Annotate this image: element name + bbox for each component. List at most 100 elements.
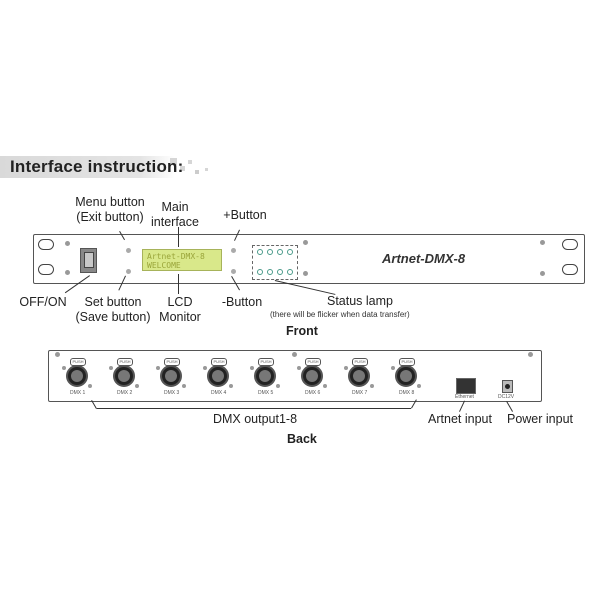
banner-decoration: [180, 166, 185, 171]
dc-power-jack-icon[interactable]: [502, 380, 513, 393]
dc-label: DC12V: [498, 394, 515, 400]
screw: [344, 366, 348, 370]
front-panel: [33, 234, 585, 284]
callout-line: [178, 274, 179, 294]
screw: [65, 270, 70, 275]
lcd-monitor-label: LCD Monitor: [150, 295, 210, 325]
xlr-connector-icon: [66, 365, 88, 387]
screw: [540, 240, 545, 245]
rack-slot: [38, 239, 54, 250]
status-lamp: [277, 249, 283, 255]
minus-button-label: -Button: [221, 295, 263, 309]
section-title: Interface instruction:: [10, 157, 184, 176]
status-lamp: [277, 269, 283, 275]
xlr-connector-icon: [160, 365, 182, 387]
screw: [182, 384, 186, 388]
screw: [417, 384, 421, 388]
dmx-label: DMX 7: [352, 390, 368, 396]
screw: [55, 352, 60, 357]
menu-button-label: Menu button (Exit button): [70, 195, 150, 225]
screw: [297, 366, 301, 370]
banner-decoration: [188, 160, 192, 164]
dmx-label: DMX 6: [305, 390, 321, 396]
dmx-label: DMX 8: [399, 390, 415, 396]
ethernet-label: Ethernet: [455, 394, 474, 400]
callout-line: [459, 400, 465, 412]
menu-button[interactable]: [126, 248, 131, 253]
main-interface-label-line1: Main: [161, 200, 189, 214]
screw: [65, 241, 70, 246]
dmx-output-label: DMX output1-8: [212, 412, 298, 426]
plus-button-label: +Button: [223, 208, 267, 222]
screw: [135, 384, 139, 388]
dmx-label: DMX 3: [164, 390, 180, 396]
screw: [292, 352, 297, 357]
status-lamp: [267, 269, 273, 275]
off-on-label: OFF/ON: [19, 295, 67, 309]
screw: [203, 366, 207, 370]
lcd-monitor-label-line1: LCD: [167, 295, 193, 309]
screw: [303, 240, 308, 245]
status-lamp-note: (there will be flicker when data transfe…: [270, 310, 410, 319]
screw: [370, 384, 374, 388]
dmx-label: DMX 4: [211, 390, 227, 396]
screw: [303, 271, 308, 276]
artnet-input-label: Artnet input: [428, 412, 492, 426]
screw: [109, 366, 113, 370]
xlr-connector-icon: [348, 365, 370, 387]
screw: [229, 384, 233, 388]
set-button-label: Set button (Save button): [72, 295, 154, 325]
banner-decoration: [170, 158, 177, 165]
status-lamp: [287, 249, 293, 255]
set-button-label-line1: Set button: [84, 295, 142, 309]
screw: [323, 384, 327, 388]
screw: [528, 352, 533, 357]
screw: [276, 384, 280, 388]
rack-slot: [562, 239, 578, 250]
dmx-label: DMX 1: [70, 390, 86, 396]
status-lamp-label: Status lamp: [326, 294, 393, 308]
status-lamp: [267, 249, 273, 255]
dmx-label: DMX 5: [258, 390, 274, 396]
lcd-monitor: Artnet-DMX-8 WELCOME: [142, 249, 222, 271]
lcd-line-2: WELCOME: [147, 261, 181, 270]
ethernet-port-icon[interactable]: [456, 378, 476, 394]
rack-slot: [38, 264, 54, 275]
xlr-connector-icon: [254, 365, 276, 387]
banner-decoration: [195, 170, 199, 174]
dmx-bracket-line: [97, 408, 411, 409]
screw: [250, 366, 254, 370]
rack-slot: [562, 264, 578, 275]
status-lamp-group: [252, 245, 298, 280]
lcd-line-1: Artnet-DMX-8: [147, 252, 205, 261]
back-caption: Back: [287, 432, 317, 446]
screw: [156, 366, 160, 370]
screw: [540, 271, 545, 276]
power-switch-rocker: [84, 252, 94, 268]
power-switch[interactable]: [80, 248, 97, 273]
minus-button[interactable]: [231, 269, 236, 274]
main-interface-label-line2: interface: [151, 215, 199, 229]
main-interface-label: Main interface: [145, 200, 205, 230]
screw: [62, 366, 66, 370]
power-input-label: Power input: [506, 412, 573, 426]
menu-button-label-line1: Menu button: [75, 195, 145, 209]
plus-button[interactable]: [231, 248, 236, 253]
banner-decoration: [205, 168, 208, 171]
xlr-connector-icon: [395, 365, 417, 387]
xlr-connector-icon: [301, 365, 323, 387]
status-lamp: [257, 249, 263, 255]
front-caption: Front: [286, 324, 318, 338]
lcd-monitor-label-line2: Monitor: [159, 310, 201, 324]
xlr-connector-icon: [207, 365, 229, 387]
set-button-label-line2: (Save button): [75, 310, 151, 324]
set-button[interactable]: [126, 269, 131, 274]
xlr-connector-icon: [113, 365, 135, 387]
section-banner: [0, 156, 175, 178]
callout-line: [178, 227, 179, 247]
dmx-label: DMX 2: [117, 390, 133, 396]
screw: [391, 366, 395, 370]
screw: [88, 384, 92, 388]
status-lamp: [257, 269, 263, 275]
callout-line: [506, 401, 513, 412]
